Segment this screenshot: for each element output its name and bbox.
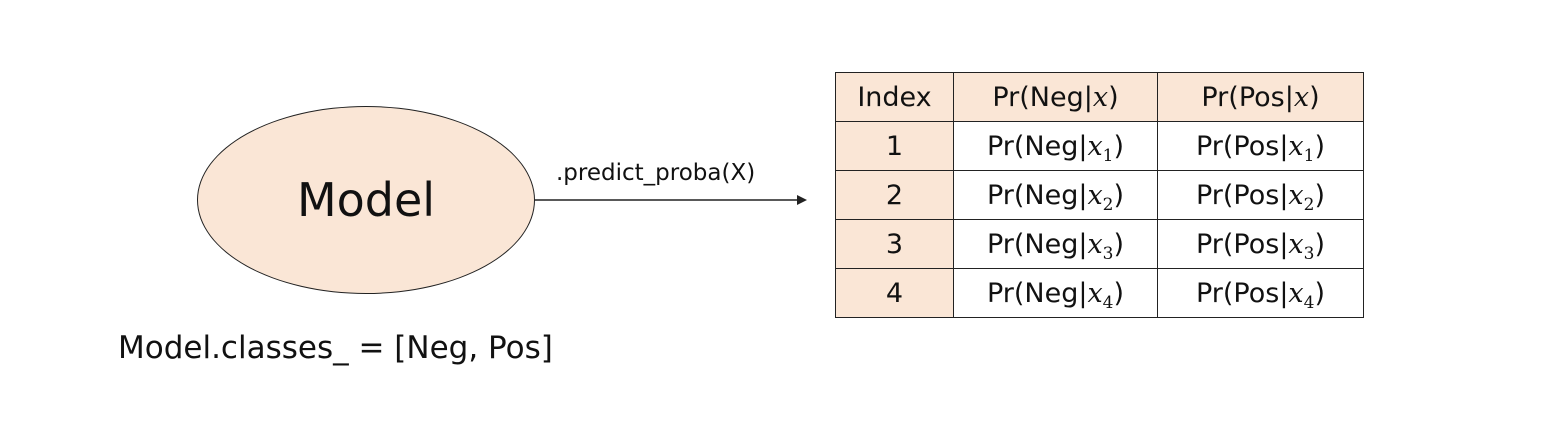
row-pr-pos: Pr(Pos|x1) (1157, 121, 1364, 171)
table-row: 4 Pr(Neg|x4) Pr(Pos|x4) (835, 268, 1364, 318)
table-row: 1 Pr(Neg|x1) Pr(Pos|x1) (835, 121, 1364, 171)
header-pr-neg: Pr(Neg|x) (953, 72, 1158, 122)
model-node: Model (197, 106, 535, 294)
row-pr-neg: Pr(Neg|x3) (953, 219, 1158, 269)
row-pr-neg: Pr(Neg|x2) (953, 170, 1158, 220)
row-pr-pos: Pr(Pos|x4) (1157, 268, 1364, 318)
predict-proba-label: .predict_proba(X) (556, 160, 756, 186)
predict-proba-arrow (535, 195, 807, 205)
header-index: Index (835, 72, 954, 122)
table-row: 2 Pr(Neg|x2) Pr(Pos|x2) (835, 170, 1364, 220)
header-pr-pos: Pr(Pos|x) (1157, 72, 1364, 122)
model-classes-label: Model.classes_ = [Neg, Pos] (118, 330, 553, 366)
model-label: Model (296, 173, 436, 227)
row-pr-neg: Pr(Neg|x1) (953, 121, 1158, 171)
arrow-head (797, 195, 807, 205)
row-pr-pos: Pr(Pos|x2) (1157, 170, 1364, 220)
table-row: 3 Pr(Neg|x3) Pr(Pos|x3) (835, 219, 1364, 269)
row-pr-pos: Pr(Pos|x3) (1157, 219, 1364, 269)
row-index: 2 (835, 170, 954, 220)
table-header-row: Index Pr(Neg|x) Pr(Pos|x) (835, 72, 1364, 122)
row-index: 3 (835, 219, 954, 269)
probability-table: Index Pr(Neg|x) Pr(Pos|x) 1 Pr(Neg|x1) P… (835, 72, 1364, 318)
row-index: 4 (835, 268, 954, 318)
row-pr-neg: Pr(Neg|x4) (953, 268, 1158, 318)
row-index: 1 (835, 121, 954, 171)
